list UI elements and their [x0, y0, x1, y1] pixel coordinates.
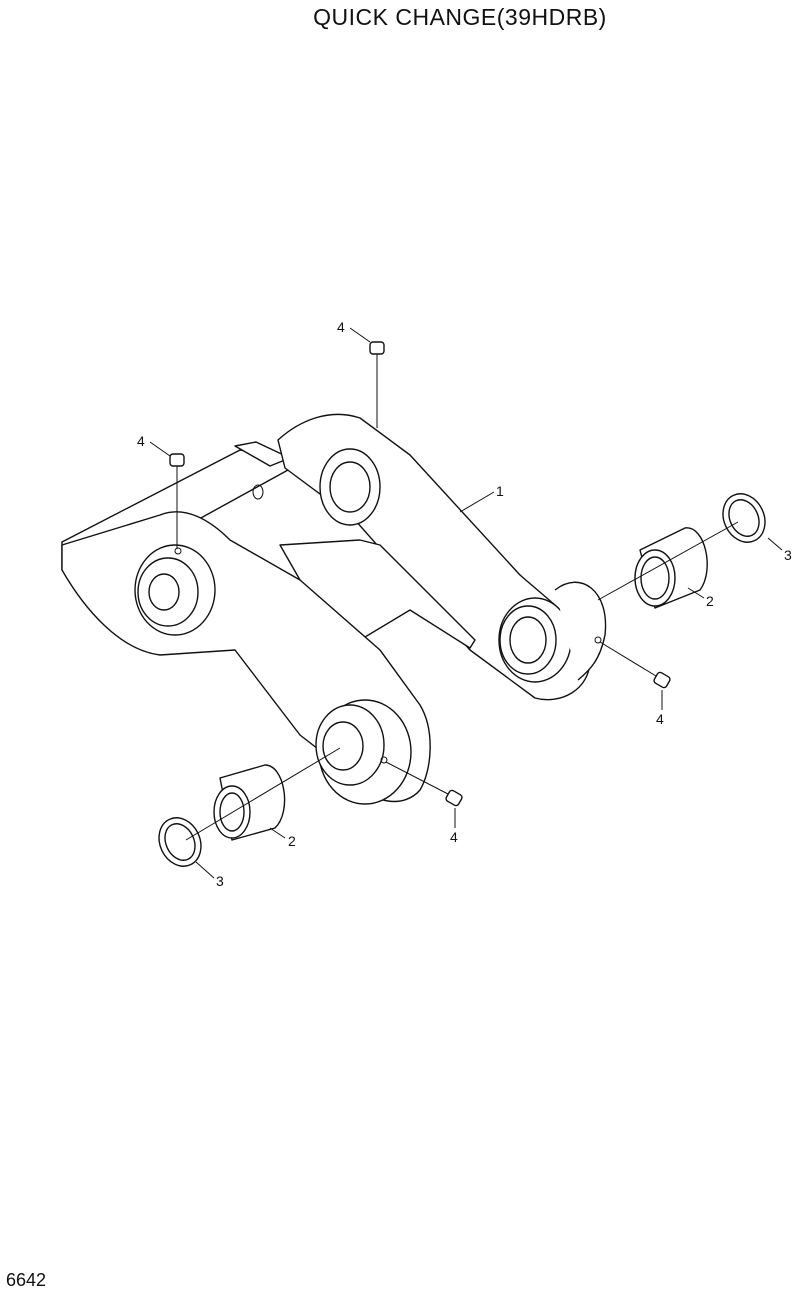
left-side-plate	[61, 511, 602, 805]
callout-seal-right: 3	[784, 547, 792, 563]
bushing-right	[634, 527, 708, 609]
axis-line-right	[597, 521, 739, 601]
seal-right	[722, 493, 766, 543]
grease-nipple-left	[169, 453, 185, 549]
axis-line-left	[185, 747, 341, 841]
callout-grease-bottom: 4	[450, 829, 458, 845]
grease-nipple-right	[599, 641, 671, 689]
callout-bushing-right: 2	[706, 593, 714, 609]
callout-seal-left: 3	[216, 873, 224, 889]
diagram-title: QUICK CHANGE(39HDRB)	[313, 4, 607, 30]
callout-grease-left: 4	[137, 433, 145, 449]
grease-nipple-top	[369, 341, 385, 428]
leader-lines	[149, 327, 783, 879]
right-side-plate	[277, 413, 607, 701]
page-number: 6642	[6, 1270, 47, 1290]
callout-bushing-left: 2	[288, 833, 296, 849]
callout-frame: 1	[496, 483, 504, 499]
seal-left	[158, 817, 202, 867]
callout-grease-right: 4	[656, 711, 664, 727]
bushing-left	[213, 764, 286, 841]
callout-grease-top: 4	[337, 319, 345, 335]
grease-nipple-bottom	[385, 761, 463, 807]
